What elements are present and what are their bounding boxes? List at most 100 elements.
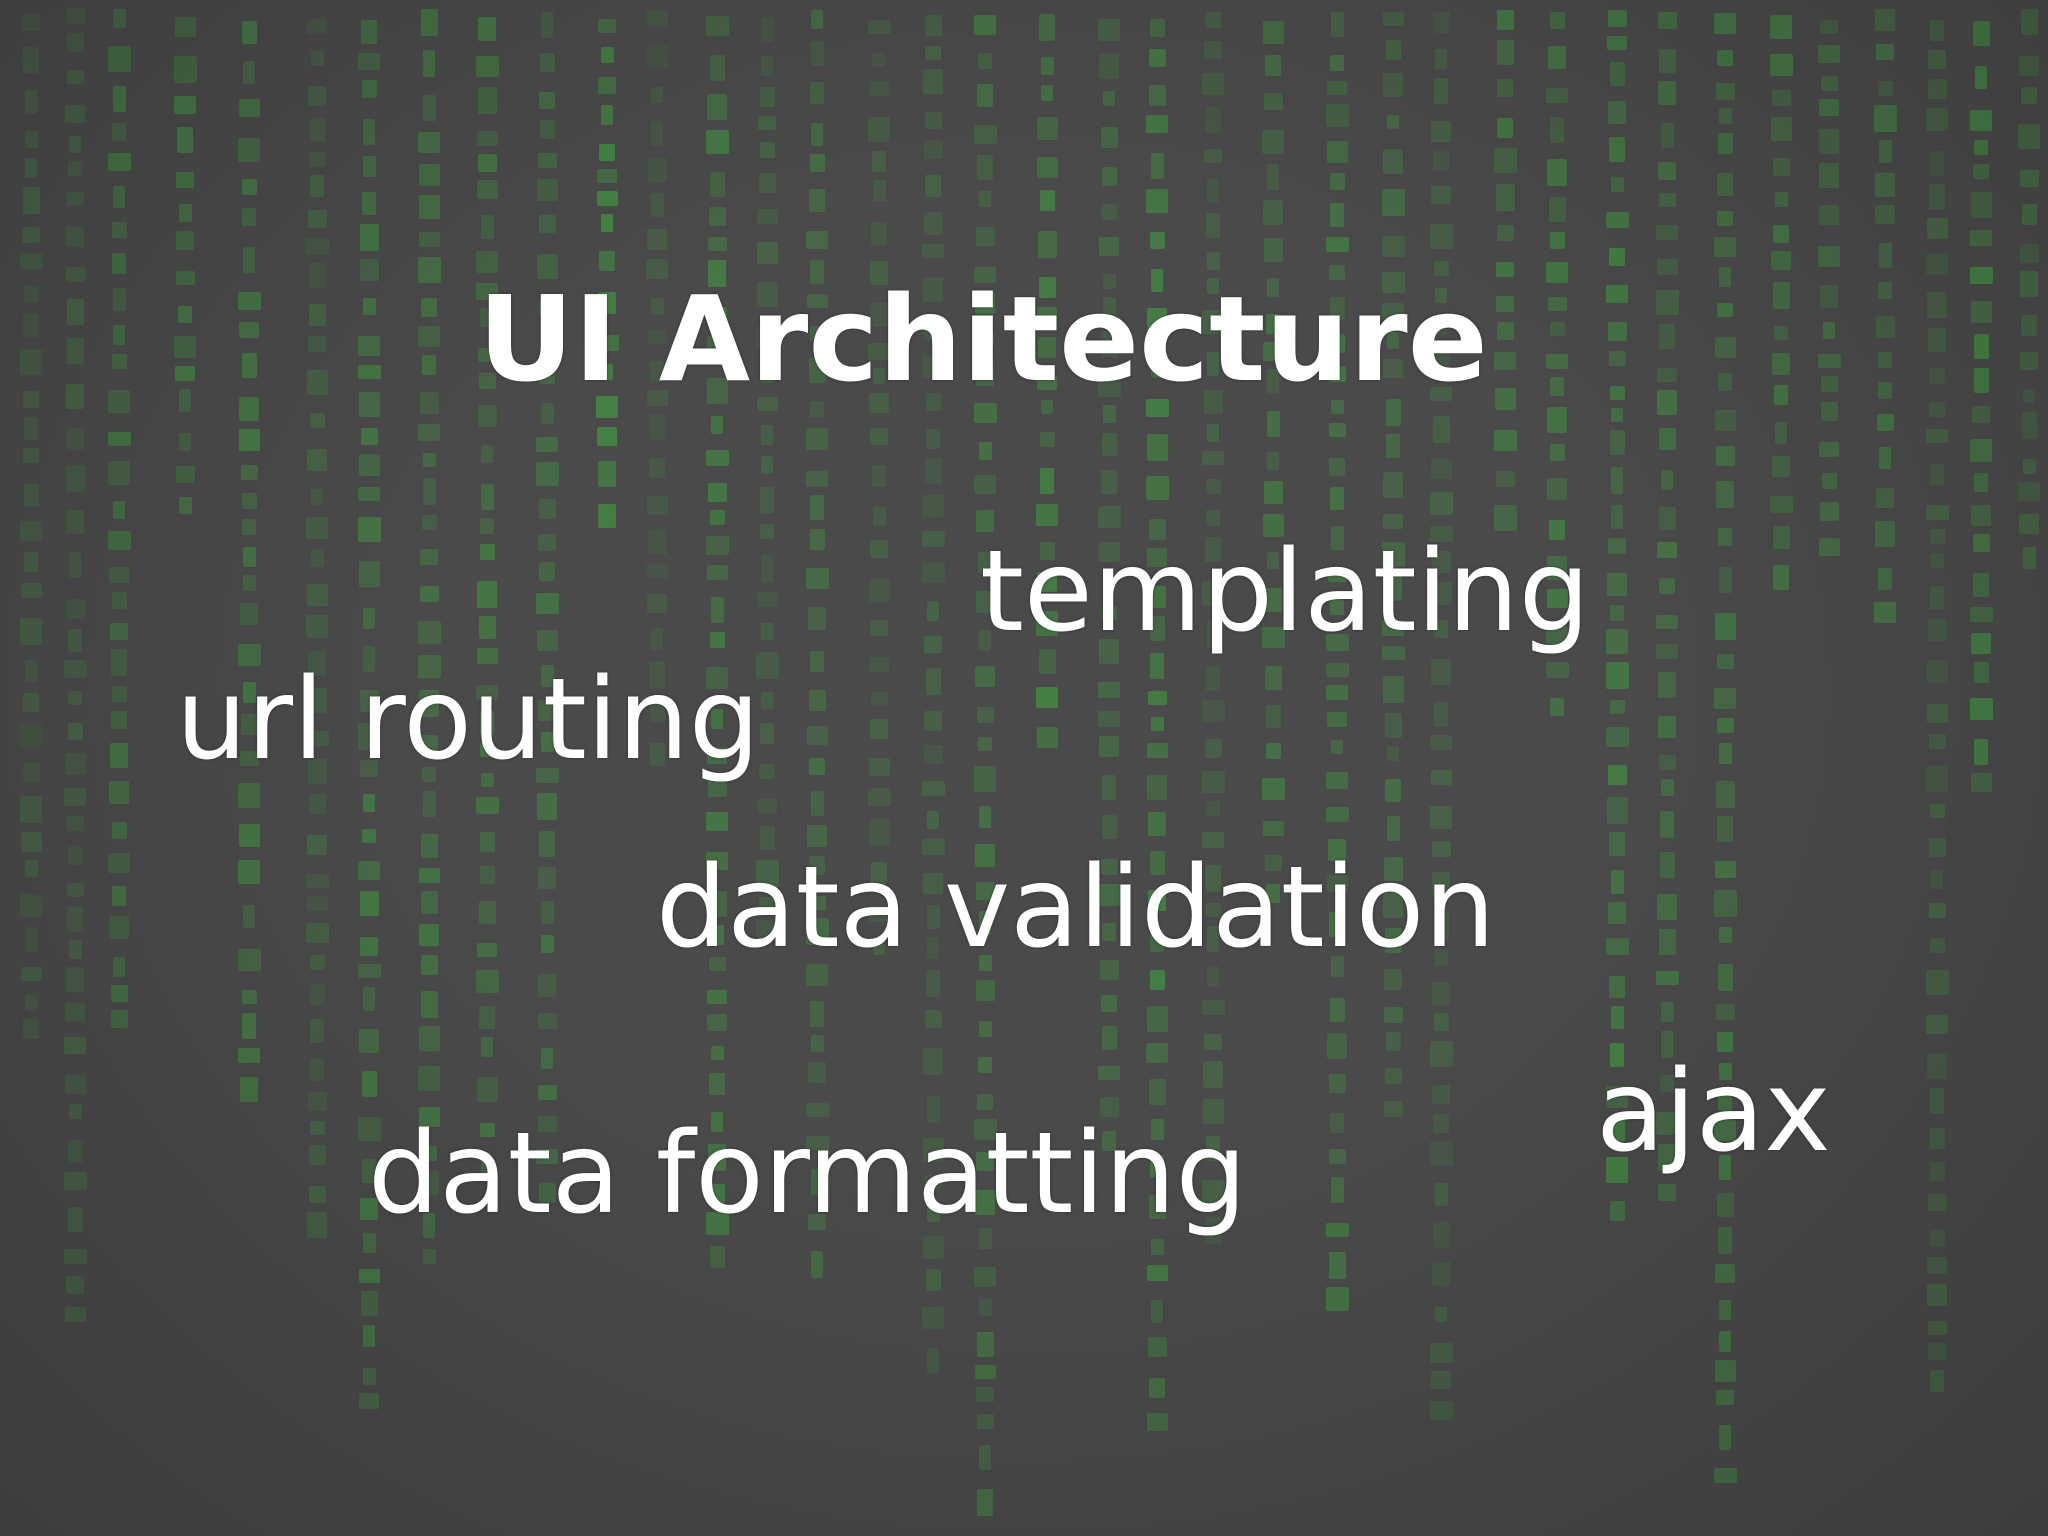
code-rain-glyph bbox=[1608, 538, 1626, 554]
code-rain-glyph bbox=[1146, 115, 1168, 133]
code-rain-glyph bbox=[979, 630, 991, 651]
code-rain-glyph bbox=[418, 424, 440, 441]
code-rain-glyph bbox=[1609, 137, 1625, 162]
code-rain-glyph bbox=[1430, 770, 1452, 785]
code-rain-glyph bbox=[358, 487, 380, 501]
code-rain-glyph bbox=[1037, 231, 1057, 258]
code-rain-glyph bbox=[538, 215, 556, 233]
code-rain-glyph bbox=[310, 549, 324, 567]
code-rain-glyph bbox=[539, 562, 555, 581]
code-rain-glyph bbox=[1657, 368, 1677, 382]
code-rain-column bbox=[102, 0, 136, 1536]
code-rain-glyph bbox=[1036, 157, 1058, 178]
code-rain-glyph bbox=[709, 632, 725, 648]
code-rain-glyph bbox=[1041, 400, 1053, 414]
code-rain-glyph bbox=[24, 417, 38, 440]
code-rain-glyph bbox=[1718, 528, 1732, 546]
code-rain-glyph bbox=[1974, 739, 1988, 765]
code-rain-glyph bbox=[66, 1276, 84, 1294]
code-rain-glyph bbox=[1973, 164, 1989, 179]
code-rain-glyph bbox=[1928, 328, 1946, 352]
code-rain-glyph bbox=[537, 1085, 557, 1100]
code-rain-glyph bbox=[810, 791, 824, 816]
code-rain-glyph bbox=[1930, 151, 1944, 176]
code-rain-glyph bbox=[176, 172, 194, 188]
code-rain-glyph bbox=[1098, 542, 1120, 562]
code-rain-glyph bbox=[650, 193, 664, 217]
code-rain-glyph bbox=[1097, 506, 1121, 528]
code-rain-glyph bbox=[65, 599, 85, 619]
code-rain-glyph bbox=[241, 493, 257, 509]
code-rain-glyph bbox=[238, 860, 260, 884]
code-rain-glyph bbox=[1495, 471, 1515, 487]
code-rain-glyph bbox=[705, 130, 729, 154]
code-rain-glyph bbox=[1547, 407, 1567, 433]
keyword-data-validation: data validation bbox=[656, 843, 1496, 973]
code-rain-glyph bbox=[64, 788, 86, 806]
code-rain-glyph bbox=[242, 575, 256, 591]
code-rain-glyph bbox=[1206, 621, 1220, 648]
code-rain-glyph bbox=[1655, 290, 1679, 315]
code-rain-glyph bbox=[476, 685, 498, 700]
code-rain-glyph bbox=[1609, 976, 1625, 998]
code-rain-glyph bbox=[66, 384, 84, 409]
code-rain-glyph bbox=[1326, 141, 1348, 163]
code-rain-glyph bbox=[68, 1104, 82, 1119]
code-rain-glyph bbox=[707, 237, 727, 251]
code-rain-glyph bbox=[173, 56, 197, 83]
code-rain-glyph bbox=[1383, 472, 1403, 498]
code-rain-glyph bbox=[476, 1077, 498, 1102]
code-rain-glyph bbox=[1713, 1468, 1737, 1483]
code-rain-glyph bbox=[1383, 857, 1403, 881]
code-rain-glyph bbox=[1098, 884, 1120, 906]
code-rain-glyph bbox=[1203, 1061, 1223, 1088]
code-rain-glyph bbox=[240, 465, 258, 480]
code-rain-glyph bbox=[66, 192, 84, 206]
code-rain-glyph bbox=[1330, 1177, 1344, 1203]
code-rain-glyph bbox=[1661, 470, 1673, 490]
code-rain-glyph bbox=[1099, 53, 1119, 79]
code-rain-glyph bbox=[2020, 352, 2038, 370]
code-rain-glyph bbox=[237, 949, 261, 971]
code-rain-glyph bbox=[1718, 1063, 1732, 1080]
code-rain-glyph bbox=[709, 1184, 725, 1203]
code-rain-glyph bbox=[1206, 213, 1220, 238]
code-rain-glyph bbox=[1609, 248, 1625, 266]
code-rain-glyph bbox=[709, 510, 725, 525]
code-rain-glyph bbox=[596, 396, 618, 418]
code-rain-glyph bbox=[1660, 779, 1674, 796]
code-rain-glyph bbox=[417, 655, 441, 678]
code-rain-glyph bbox=[63, 660, 87, 678]
code-rain-glyph bbox=[1547, 159, 1567, 186]
code-rain-glyph bbox=[1607, 322, 1627, 341]
code-rain-glyph bbox=[1383, 1101, 1403, 1117]
code-rain-glyph bbox=[1037, 572, 1057, 592]
code-rain-glyph bbox=[241, 179, 257, 195]
code-rain-glyph bbox=[1970, 439, 1992, 462]
code-rain-glyph bbox=[1207, 926, 1219, 952]
code-rain-glyph bbox=[922, 1138, 944, 1162]
code-rain-glyph bbox=[20, 521, 42, 541]
code-rain-glyph bbox=[480, 484, 494, 510]
code-rain-glyph bbox=[240, 603, 258, 625]
code-rain-glyph bbox=[921, 563, 945, 583]
code-rain-glyph bbox=[476, 180, 498, 199]
code-rain-glyph bbox=[363, 608, 375, 629]
code-rain-glyph bbox=[1206, 801, 1220, 816]
code-rain-glyph bbox=[706, 852, 728, 870]
code-rain-glyph bbox=[706, 378, 728, 404]
code-rain-glyph bbox=[112, 123, 126, 141]
code-rain-glyph bbox=[476, 131, 498, 146]
code-rain-glyph bbox=[1718, 1227, 1732, 1254]
code-rain-glyph bbox=[25, 927, 37, 952]
code-rain-glyph bbox=[808, 358, 826, 383]
code-rain-glyph bbox=[1327, 712, 1347, 727]
code-rain-glyph bbox=[360, 760, 378, 777]
code-rain-glyph bbox=[112, 86, 126, 112]
code-rain-glyph bbox=[310, 175, 324, 197]
code-rain-glyph bbox=[1098, 682, 1120, 698]
code-rain-glyph bbox=[1429, 526, 1453, 542]
code-rain-glyph bbox=[1719, 1425, 1731, 1450]
code-rain-glyph bbox=[923, 277, 943, 302]
code-rain-glyph bbox=[1266, 411, 1280, 437]
